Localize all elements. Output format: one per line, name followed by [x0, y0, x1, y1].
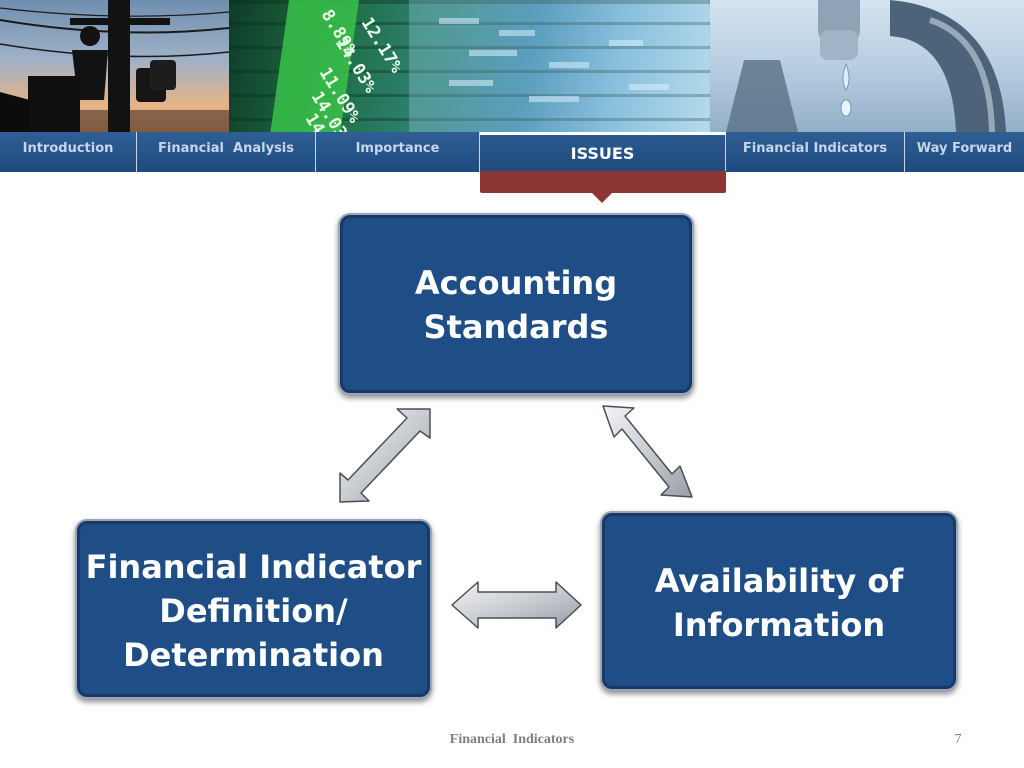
tab-introduction[interactable]: Introduction [0, 132, 137, 172]
tab-label: Financial Analysis [157, 141, 294, 156]
tab-way-forward[interactable]: Way Forward [905, 132, 1024, 172]
utility-worker-photo [0, 0, 229, 132]
box-label: Accounting Standards [414, 264, 618, 346]
tab-label: Way Forward [916, 141, 1013, 156]
double-arrow-left-icon [339, 408, 431, 503]
dripping-faucet-photo [710, 0, 1024, 132]
footer-title: Financial Indicators [449, 732, 575, 747]
tab-label: Importance [355, 141, 440, 156]
tab-financial-indicators[interactable]: Financial Indicators [726, 132, 905, 172]
availability-of-information-box: Availability of Information [600, 511, 958, 691]
section-nav: Introduction Financial Analysis Importan… [0, 132, 1024, 172]
slide-number: 7 [954, 732, 962, 747]
box-label: Financial Indicator Definition/ Determin… [85, 548, 422, 674]
double-arrow-right-icon [602, 405, 693, 498]
tab-importance[interactable]: Importance [316, 132, 480, 172]
active-tab-indicator [480, 171, 726, 193]
active-tab-pointer [592, 193, 612, 203]
header-banner: 8.89% 12.17% 14.03% 11.09% 14.03% 14.03% [0, 0, 1024, 132]
tab-label: Financial Indicators [742, 141, 888, 156]
stock-ticker-photo: 8.89% 12.17% 14.03% 11.09% 14.03% 14.03% [229, 0, 710, 132]
tab-financial-analysis[interactable]: Financial Analysis [137, 132, 316, 172]
tab-label: ISSUES [570, 144, 635, 163]
financial-indicator-definition-box: Financial Indicator Definition/ Determin… [75, 519, 432, 699]
accounting-standards-box: Accounting Standards [338, 213, 694, 395]
double-arrow-horizontal-icon [451, 581, 582, 629]
box-label: Availability of Information [654, 562, 904, 644]
tab-label: Introduction [22, 141, 114, 156]
tab-issues[interactable]: ISSUES [480, 132, 726, 172]
